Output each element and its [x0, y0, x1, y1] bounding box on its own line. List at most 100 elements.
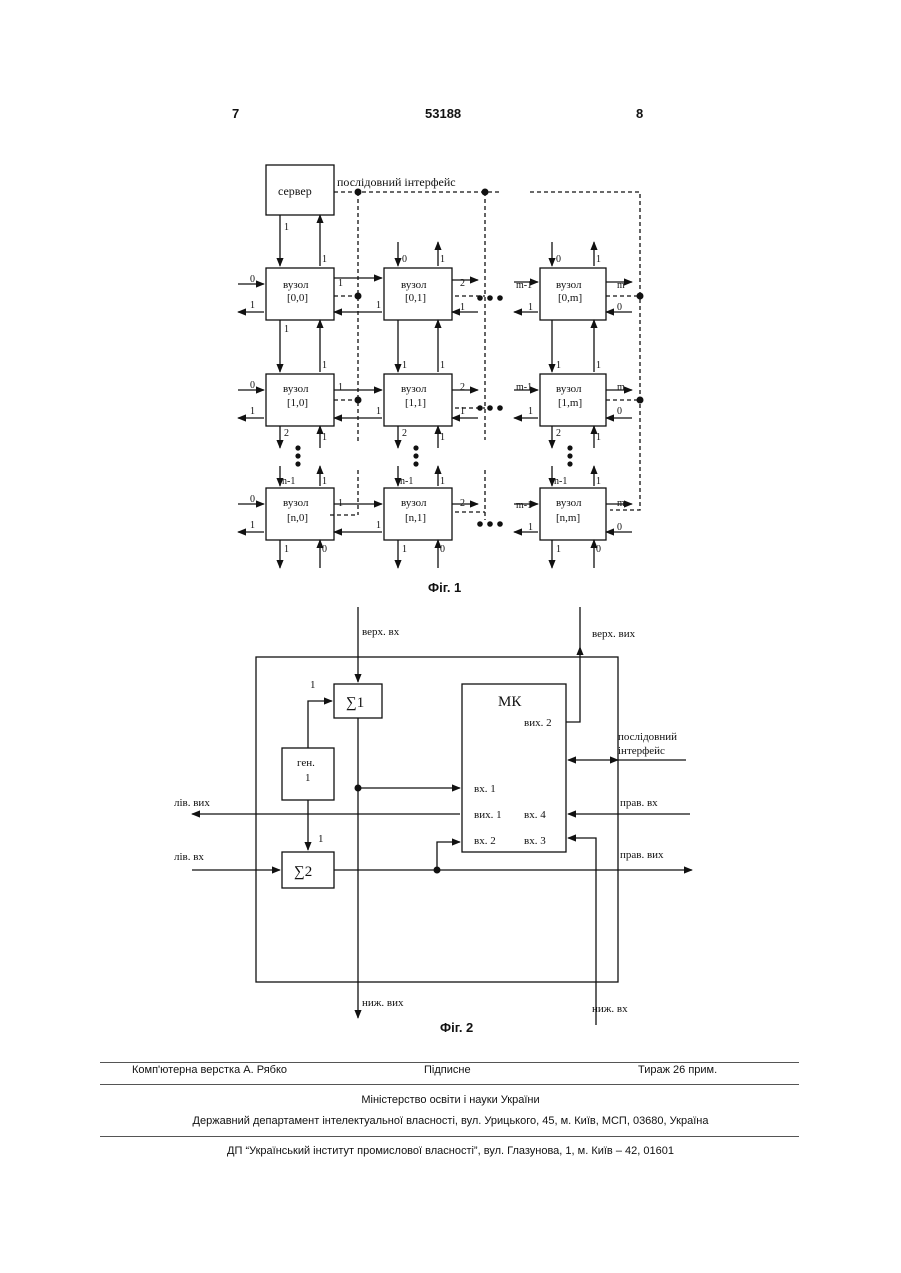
fig2-junctions: [355, 785, 441, 874]
footer-layout: Комп'ютерна верстка А. Рябко: [132, 1064, 287, 1076]
bottom-out-label: ниж. вих: [362, 997, 404, 1009]
svg-text:вузол: вузол: [556, 383, 582, 395]
svg-text:1: 1: [402, 544, 407, 555]
svg-text:0: 0: [250, 494, 255, 505]
svg-text:вузол: вузол: [401, 497, 427, 509]
svg-text:2: 2: [556, 428, 561, 439]
svg-text:1: 1: [322, 254, 327, 265]
svg-text:0: 0: [556, 254, 561, 265]
svg-text:2: 2: [284, 428, 289, 439]
right-out-label: прав. вих: [620, 849, 664, 861]
svg-text:1: 1: [556, 360, 561, 371]
svg-text:0: 0: [617, 406, 622, 417]
svg-text:1: 1: [528, 522, 533, 533]
svg-text:0: 0: [440, 544, 445, 555]
svg-text:n-1: n-1: [400, 476, 413, 487]
svg-text:1: 1: [596, 360, 601, 371]
svg-text:0: 0: [322, 544, 327, 555]
svg-text:2: 2: [460, 498, 465, 509]
serial-interface-label: послідовний інтерфейс: [337, 175, 456, 189]
svg-text:[1,0]: [1,0]: [287, 397, 308, 409]
svg-text:0: 0: [402, 254, 407, 265]
svg-text:1: 1: [284, 222, 289, 233]
svg-text:1: 1: [284, 324, 289, 335]
footer-rule-middle: [100, 1084, 799, 1085]
top-out-label: верх. вих: [592, 628, 636, 640]
svg-text:1: 1: [440, 254, 445, 265]
svg-text:вузол: вузол: [283, 383, 309, 395]
footer-rule-top: [100, 1062, 799, 1063]
footer-signed: Підписне: [424, 1064, 471, 1076]
svg-text:m: m: [617, 382, 625, 393]
gen-number: 1: [305, 772, 311, 784]
svg-text:[0,1]: [0,1]: [405, 292, 426, 304]
svg-text:1: 1: [250, 520, 255, 531]
svg-text:1: 1: [440, 360, 445, 371]
svg-text:1: 1: [440, 476, 445, 487]
svg-text:0: 0: [250, 380, 255, 391]
mk-in2-label: вх. 2: [474, 835, 496, 847]
mk-in4-label: вх. 4: [524, 809, 546, 821]
svg-text:1: 1: [376, 300, 381, 311]
svg-text:m-1: m-1: [516, 382, 532, 393]
fig1-junctions: [295, 189, 643, 527]
svg-text:[0,0]: [0,0]: [287, 292, 308, 304]
svg-text:1: 1: [402, 360, 407, 371]
svg-text:1: 1: [596, 254, 601, 265]
server-label: сервер: [278, 184, 312, 198]
serial-label-1: послідовний: [618, 731, 677, 743]
svg-text:[0,m]: [0,m]: [558, 292, 582, 304]
svg-text:m: m: [617, 280, 625, 291]
svg-text:2: 2: [460, 382, 465, 393]
svg-text:вузол: вузол: [283, 279, 309, 291]
top-in-label: верх. вх: [362, 626, 400, 638]
mk-in3-label: вх. 3: [524, 835, 546, 847]
svg-text:вузол: вузол: [556, 279, 582, 291]
svg-text:1: 1: [284, 544, 289, 555]
fig2-diagram: [192, 607, 692, 1025]
bottom-in-label: ниж. вх: [592, 1003, 628, 1015]
svg-text:[n,0]: [n,0]: [287, 512, 308, 524]
footer-institute: ДП “Український інститут промислової вла…: [0, 1145, 901, 1157]
fig1-caption: Фіг. 1: [428, 580, 461, 595]
fig2-caption: Фіг. 2: [440, 1020, 473, 1035]
mk-out1-label: вих. 1: [474, 809, 502, 821]
svg-text:1: 1: [376, 406, 381, 417]
svg-text:0: 0: [617, 302, 622, 313]
svg-text:0: 0: [596, 544, 601, 555]
svg-text:1: 1: [338, 498, 343, 509]
svg-text:[1,1]: [1,1]: [405, 397, 426, 409]
footer-department: Державний департамент інтелектуальної вл…: [0, 1115, 901, 1127]
serial-label-2: інтерфейс: [618, 745, 665, 757]
svg-text:1: 1: [440, 432, 445, 443]
svg-text:1: 1: [322, 476, 327, 487]
svg-text:0: 0: [617, 522, 622, 533]
svg-text:1: 1: [596, 432, 601, 443]
left-out-label: лів. вих: [174, 797, 210, 809]
svg-text:[n,m]: [n,m]: [556, 512, 580, 524]
footer-ministry: Міністерство освіти і науки України: [0, 1094, 901, 1106]
svg-text:1: 1: [528, 406, 533, 417]
mk-out2-label: вих. 2: [524, 717, 552, 729]
svg-text:1: 1: [460, 302, 465, 313]
svg-text:1: 1: [338, 382, 343, 393]
svg-text:1: 1: [338, 278, 343, 289]
footer-rule-bottom: [100, 1136, 799, 1137]
mk-label: МК: [498, 694, 522, 710]
svg-text:[1,m]: [1,m]: [558, 397, 582, 409]
left-in-label: лів. вх: [174, 851, 204, 863]
svg-text:1: 1: [376, 520, 381, 531]
sum1-label: ∑1: [346, 695, 364, 711]
svg-text:m-1: m-1: [516, 500, 532, 511]
svg-text:2: 2: [460, 278, 465, 289]
svg-text:1: 1: [556, 544, 561, 555]
svg-text:вузол: вузол: [283, 497, 309, 509]
svg-text:1: 1: [460, 406, 465, 417]
svg-text:вузол: вузол: [401, 279, 427, 291]
svg-text:вузол: вузол: [401, 383, 427, 395]
svg-text:0: 0: [250, 274, 255, 285]
svg-text:1: 1: [596, 476, 601, 487]
svg-text:1: 1: [528, 302, 533, 313]
svg-text:2: 2: [402, 428, 407, 439]
